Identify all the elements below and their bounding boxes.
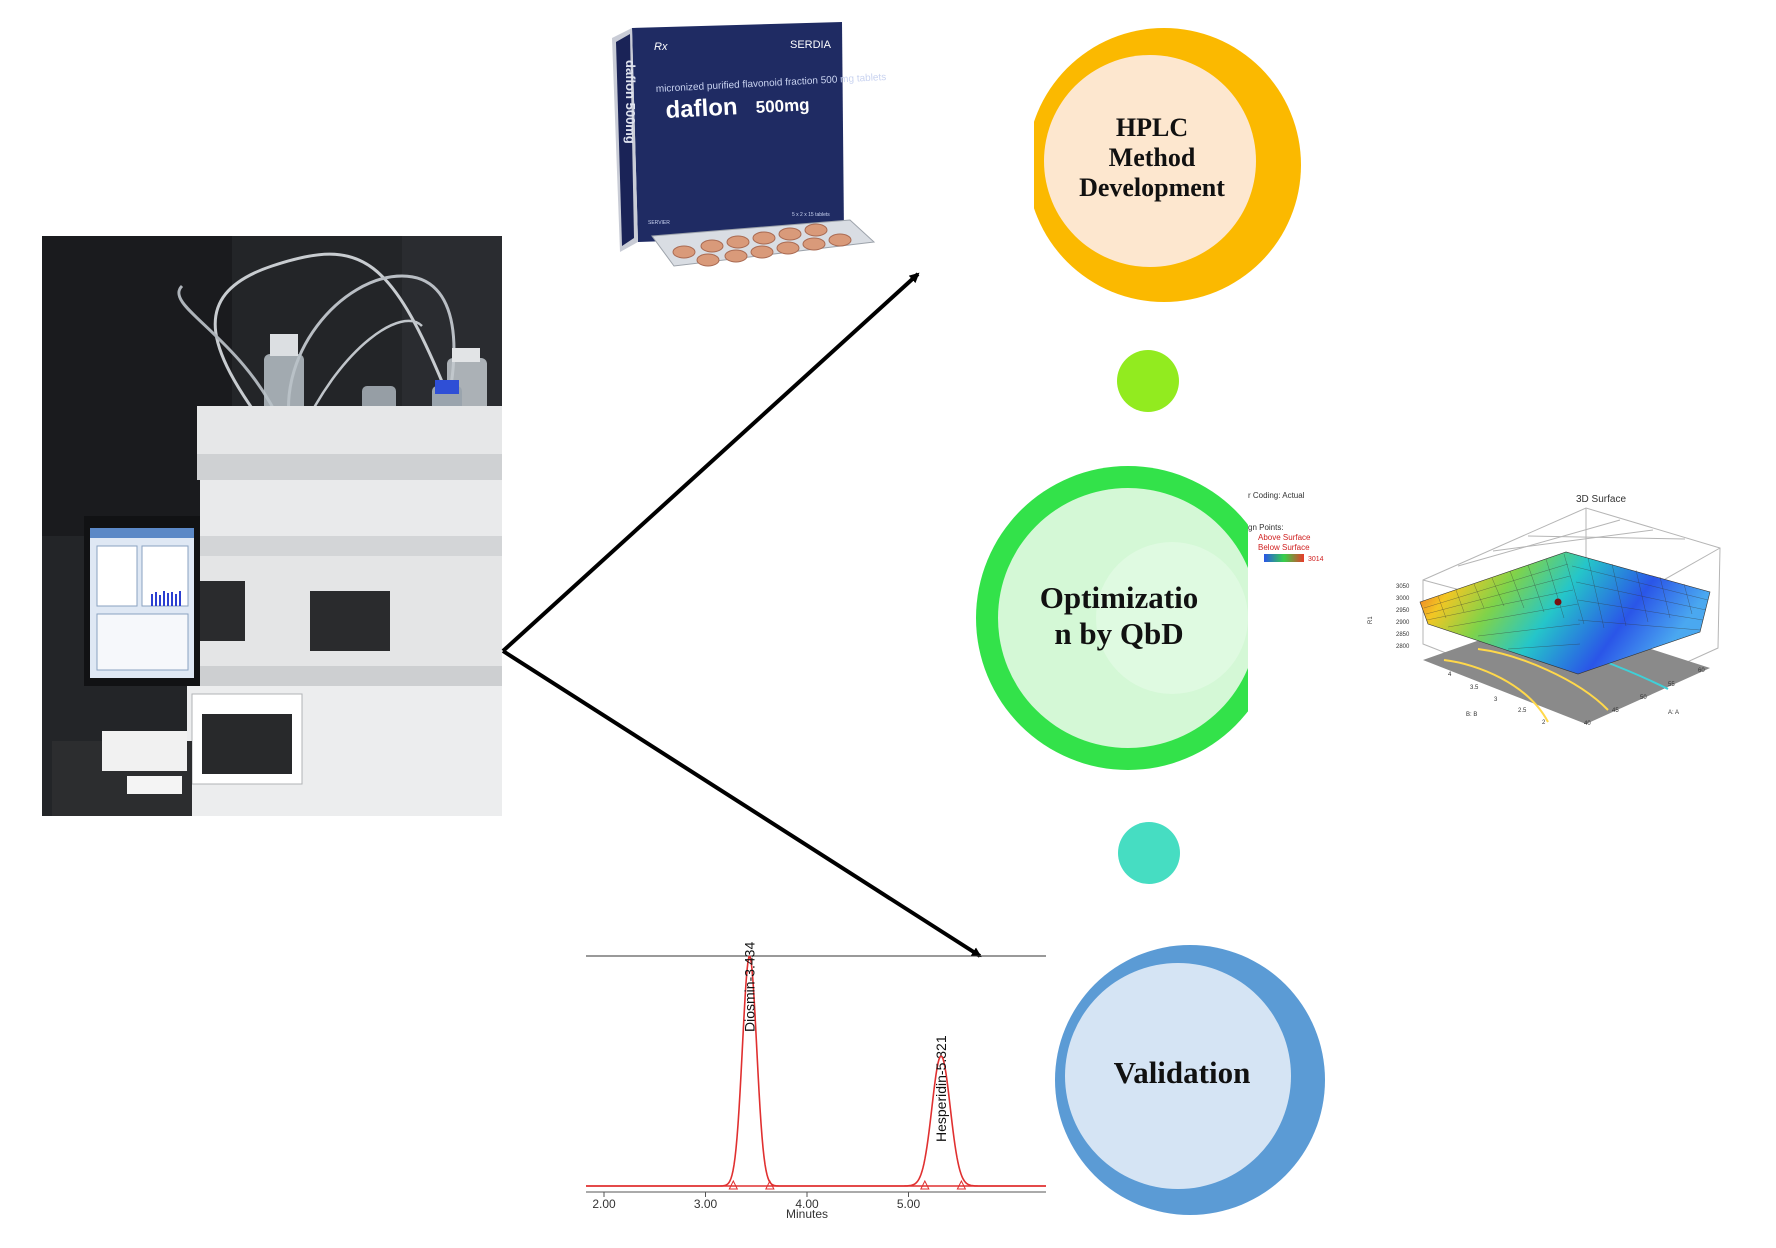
a-tick: 40 [1584, 721, 1591, 727]
product-name: daflon [665, 93, 738, 124]
stage-inner-disc [1065, 963, 1291, 1189]
hplc-instrument-photo [42, 236, 502, 816]
surface-plot-title: 3D Surface [1576, 494, 1626, 505]
maker-name: SERVIER [648, 220, 670, 226]
arrow-to-method-development [501, 272, 920, 653]
color-scale-value: 3014 [1308, 556, 1324, 563]
daflon-box-image: Rx SERDIA micronized purified flavonoid … [612, 20, 887, 268]
stage-validation: Validation [1050, 935, 1326, 1225]
x-tick-label: 4.00 [795, 1197, 819, 1211]
above-surface-label: Above Surface [1258, 533, 1311, 542]
rx-symbol: Rx [654, 41, 668, 53]
z-tick: 3050 [1396, 584, 1410, 590]
stage-label-validation: Validation [1113, 1055, 1251, 1090]
b-tick: 3.5 [1470, 685, 1479, 691]
a-tick: 45 [1612, 708, 1619, 714]
b-axis-label: B: B [1466, 712, 1477, 718]
x-tick-label: 2.00 [592, 1197, 616, 1211]
x-axis-label: Minutes [786, 1207, 828, 1221]
integration-marker [920, 1179, 930, 1190]
peak-label: Hesperidin-5.321 [933, 1035, 949, 1142]
brand-text: SERDIA [790, 39, 832, 51]
z-tick: 2800 [1396, 644, 1410, 650]
pack-note: 5 x 2 x 15 tablets [792, 212, 830, 218]
product-strength: 500mg [755, 95, 810, 117]
a-axis-label: A: A [1668, 710, 1679, 716]
tablets [672, 223, 852, 267]
stage-inner-disc [1044, 55, 1256, 267]
a-tick: 50 [1640, 695, 1647, 701]
box-spine-text: daflon 500mg [623, 60, 638, 144]
connector-dot [1118, 822, 1180, 884]
z-tick: 3000 [1396, 596, 1410, 602]
stage-label-optimization: Optimizatio n by QbD [1039, 580, 1199, 651]
connector-dot [1117, 350, 1179, 412]
stage-label-method-development: HPLC Method Development [1079, 113, 1225, 202]
stage-optimization: Optimizatio n by QbD [976, 466, 1248, 770]
z-tick: 2850 [1396, 632, 1410, 638]
integration-marker [956, 1179, 967, 1190]
z-tick: 2900 [1396, 620, 1410, 626]
design-points-label: gn Points: [1248, 523, 1284, 532]
x-tick-label: 3.00 [694, 1197, 718, 1211]
peak-label: Diosmin-3.434 [742, 942, 758, 1032]
integration-marker [728, 1179, 739, 1190]
a-tick: 60 [1698, 668, 1705, 674]
x-tick-label: 5.00 [897, 1197, 921, 1211]
a-tick: 55 [1668, 682, 1675, 688]
stage-method-development: HPLC Method Development [1026, 20, 1307, 310]
integration-marker [765, 1179, 775, 1190]
chromatogram-trace [586, 955, 1046, 1187]
b-tick: 2 [1542, 720, 1546, 726]
factor-coding-label: r Coding: Actual [1248, 491, 1305, 500]
z-tick: 2950 [1396, 608, 1410, 614]
b-tick: 3 [1494, 697, 1498, 703]
below-surface-label: Below Surface [1258, 543, 1310, 552]
b-tick: 4 [1448, 672, 1452, 678]
response-surface-plot: r Coding: Actual gn Points: Above Surfac… [1248, 484, 1721, 764]
response-axis-label: R1 [1368, 616, 1374, 624]
arrow-to-validation [501, 649, 982, 958]
b-tick: 2.5 [1518, 708, 1527, 714]
